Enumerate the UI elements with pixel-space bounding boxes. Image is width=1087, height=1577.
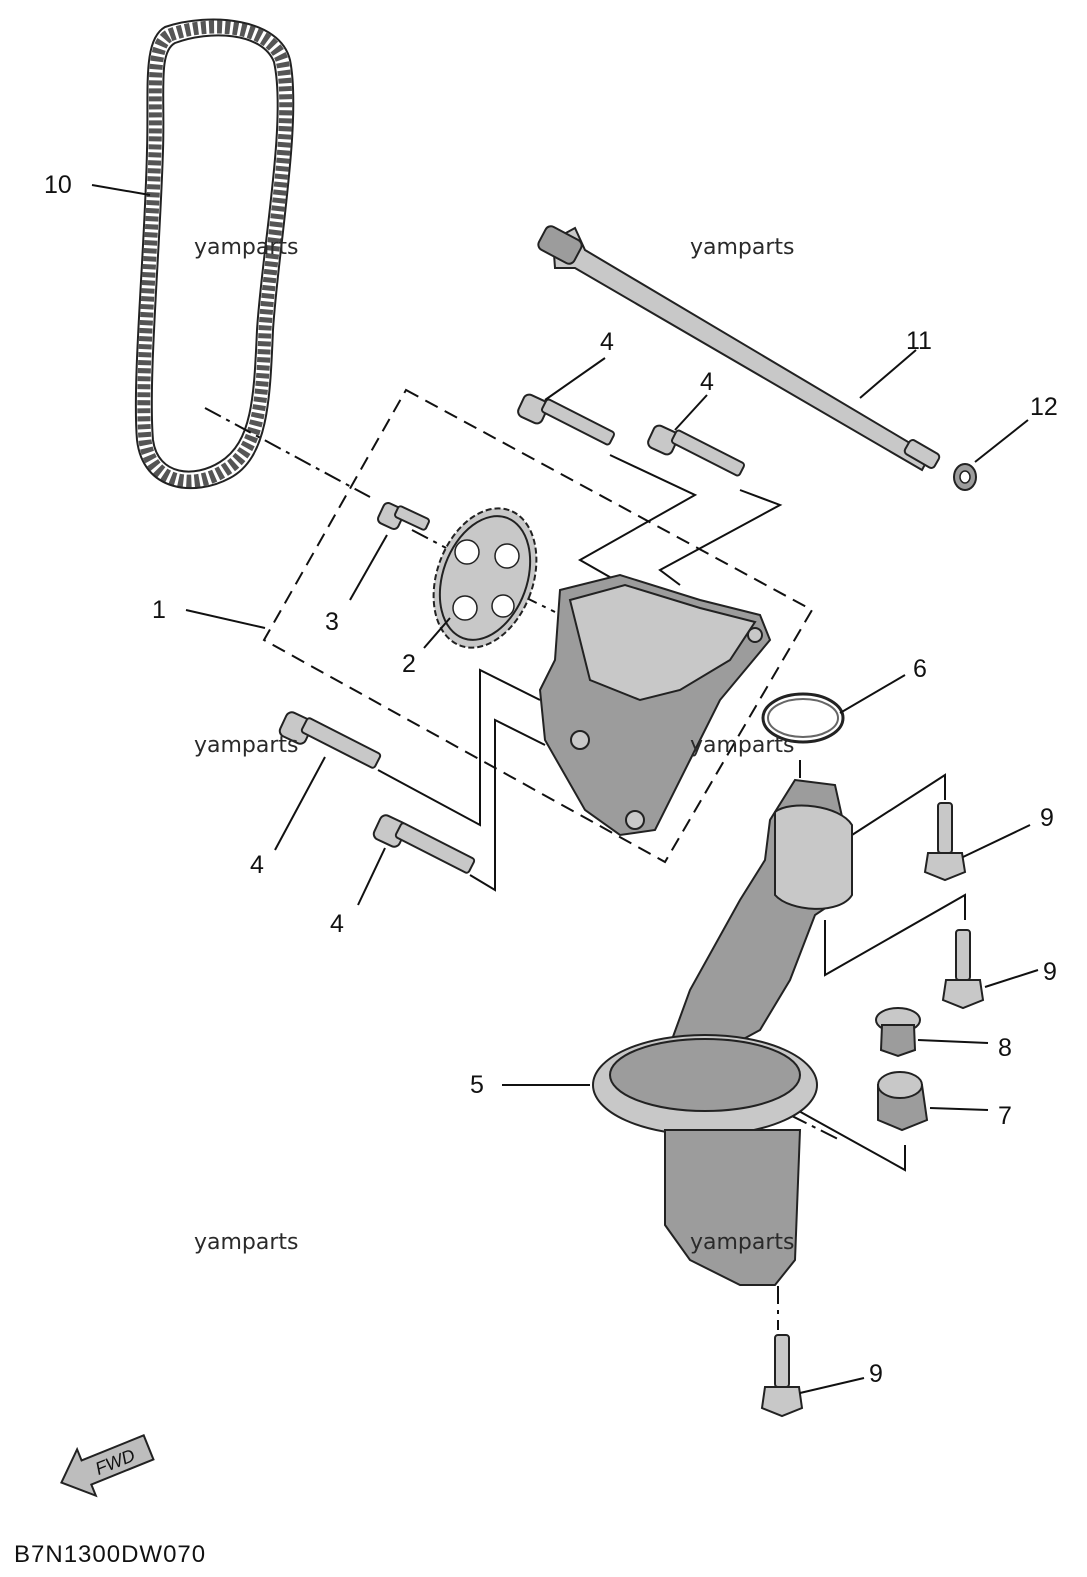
- alignment-line-chain: [204, 407, 371, 498]
- callout-9-middle: 9: [1043, 958, 1057, 986]
- watermark: yamparts: [194, 1230, 299, 1255]
- part-2-sprocket[interactable]: [415, 494, 554, 662]
- diagram-code: B7N1300DW070: [14, 1541, 206, 1568]
- bolt4-path-lower-b: [469, 718, 546, 892]
- watermark: yamparts: [690, 733, 795, 758]
- part-9-bolt-middle[interactable]: [941, 929, 985, 1010]
- callout-11: 11: [906, 327, 932, 355]
- part-10-chain[interactable]: [134, 18, 295, 490]
- callout-7: 7: [998, 1102, 1012, 1130]
- bolt9-path-upper: [851, 773, 946, 836]
- oil-pump-body[interactable]: [538, 573, 772, 837]
- leader-lines: [91, 184, 1039, 1394]
- callout-8: 8: [998, 1034, 1012, 1062]
- callout-1: 1: [152, 596, 166, 624]
- fwd-arrow-icon: FWD: [60, 1434, 155, 1498]
- part-5-strainer[interactable]: [592, 778, 853, 1286]
- part-4-bolt-upper-a[interactable]: [516, 393, 616, 446]
- part-3-bolt[interactable]: [376, 501, 430, 531]
- bolt9-path-middle: [824, 893, 966, 977]
- bolt4-path-upper-a: [577, 454, 698, 581]
- callout-12: 12: [1030, 393, 1058, 421]
- part-4-bolt-lower-a[interactable]: [278, 710, 382, 769]
- callout-5: 5: [470, 1071, 484, 1099]
- part-9-bolt-upper[interactable]: [923, 802, 967, 882]
- part-4-bolt-lower-b[interactable]: [372, 813, 476, 874]
- part-8-grommet[interactable]: [875, 1007, 921, 1058]
- callout-4-lower-b: 4: [330, 910, 344, 938]
- part-7-damper[interactable]: [877, 1071, 929, 1132]
- callout-4-lower-a: 4: [250, 851, 264, 879]
- part-4-bolt-upper-b[interactable]: [646, 424, 746, 477]
- callout-9-upper: 9: [1040, 804, 1054, 832]
- part-12-nut[interactable]: [953, 463, 977, 491]
- callout-4-upper-a: 4: [600, 328, 614, 356]
- part-11-shaft[interactable]: [536, 224, 941, 472]
- bolt4-path-lower-a: [377, 668, 541, 827]
- alignment-line-bolt3: [411, 529, 451, 551]
- callout-4-upper-b: 4: [700, 368, 714, 396]
- assembly-1-boundary: [262, 388, 814, 864]
- callout-6: 6: [913, 655, 927, 683]
- callout-10: 10: [44, 171, 72, 199]
- callout-3: 3: [325, 608, 339, 636]
- bolt4-path-upper-b: [658, 489, 783, 586]
- callout-2: 2: [402, 650, 416, 678]
- watermark: yamparts: [194, 235, 299, 260]
- watermark: yamparts: [194, 733, 299, 758]
- bolt9-path-lower: [769, 1094, 906, 1172]
- watermark: yamparts: [690, 235, 795, 260]
- watermark: yamparts: [690, 1230, 795, 1255]
- callout-9-lower: 9: [869, 1360, 883, 1388]
- part-6-o-ring[interactable]: [761, 692, 845, 744]
- part-9-bolt-lower[interactable]: [760, 1334, 804, 1418]
